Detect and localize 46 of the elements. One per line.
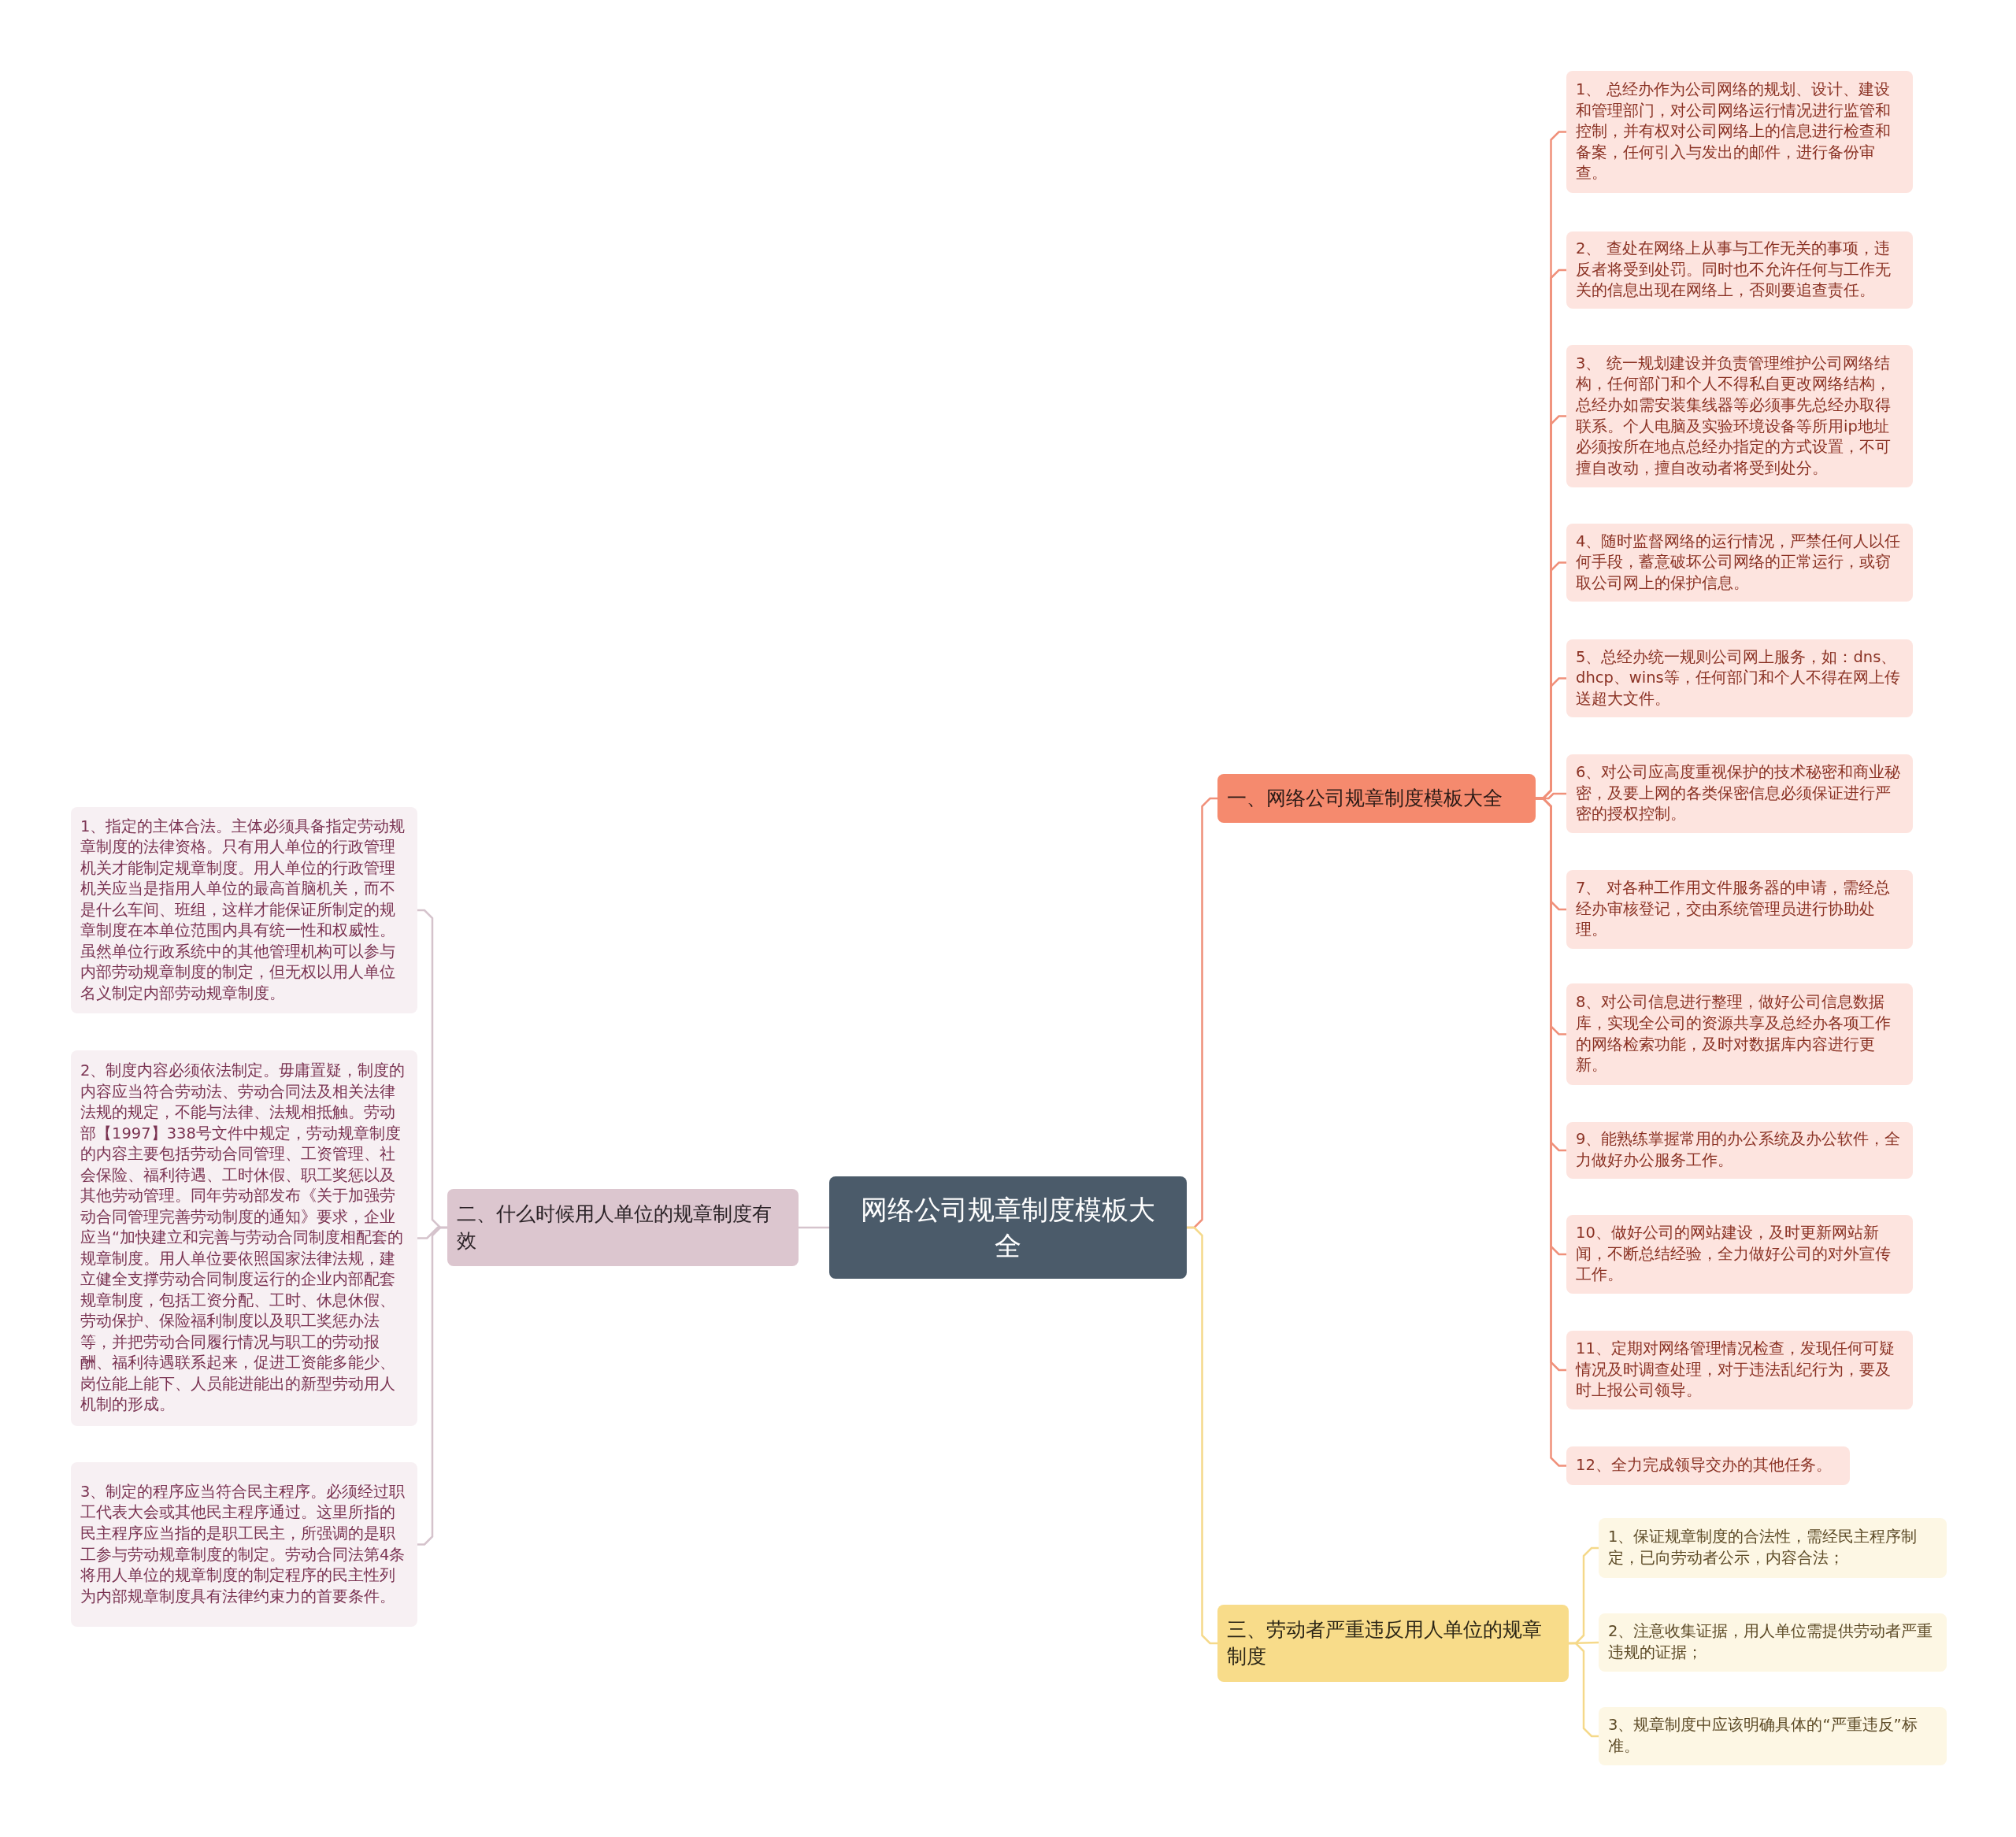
topic-text: 一、网络公司规章制度模板大全	[1227, 786, 1503, 811]
branch-topic	[1217, 774, 1536, 823]
subtopic-box	[1566, 524, 1913, 602]
subtopic-box	[1566, 983, 1913, 1085]
topic-text: 2、制度内容必须依法制定。毋庸置疑，制度的内容应当符合劳动法、劳动合同法及相关法律法规的规定，不能与法律、法规相抵触。劳动部【1997】338号文件中规定，劳动规章制度的内容主要包括劳动合同管理、工资管理、社会保险、福利待遇、工时休假、职工奖惩以及其他劳动管理。同年劳动部发布《关于加强劳动合同管理完善劳动制度的通知》要求，企业应当“加快建立和完善与劳动合同制度相配套的规章制度。用人单位要依照国家法律法规，建立健全支撑劳动合同制度运行的企业内部配套规章制度，包括工资分配、工时、休息休假、劳动保护、保险福利制度以及职工奖惩办法等，并把劳动合同履行情况与职工的劳动报酬、福利待遇联系起来，促进工资能多能少、岗位能上能下、人员能进能出的新型劳动用人机制的形成。	[80, 1061, 406, 1416]
subtopic-box	[1566, 639, 1913, 717]
subtopic-box	[1566, 231, 1913, 309]
subtopic-box	[1599, 1518, 1947, 1578]
topic-text: 3、制定的程序应当符合民主程序。必须经过职工代表大会或其他民主程序通过。这里所指的民主程序应当指的是职工民主，所强调的是职工参与劳动规章制度的制定。劳动合同法第4条将用人单位的规章制度的制定程序的民主性列为内部规章制度具有法律约束力的首要条件。	[80, 1481, 406, 1607]
topic-text: 11、定期对网络管理情况检查，发现任何可疑情况及时调查处理，对于违法乱纪行为，要及时上报公司领导。	[1576, 1339, 1896, 1402]
topic-text: 1、指定的主体合法。主体必须具备指定劳动规章制度的法律资格。只有用人单位的行政管理机关才能制定规章制度。用人单位的行政管理机关应当是指用人单位的最高首脑机关，而不是什么车间、班组，这样才能保证所制定的规章制度在本单位范围内具有统一性和权威性。虽然单位行政系统中的其他管理机构可以参与内部劳动规章制度的制定，但无权以用人单位名义制定内部劳动规章制度。	[80, 816, 406, 1004]
topic-text: 12、全力完成领导交办的其他任务。	[1576, 1455, 1832, 1476]
subtopic-box	[1566, 870, 1913, 949]
topic-text: 9、能熟练掌握常用的办公系统及办公软件，全力做好办公服务工作。	[1576, 1129, 1902, 1171]
topic-text: 网络公司规章制度模板大全	[860, 1192, 1156, 1263]
topic-text: 1、保证规章制度的合法性，需经民主程序制定，已向劳动者公示，内容合法；	[1608, 1527, 1918, 1568]
topic-text: 3、规章制度中应该明确具体的“严重违反”标准。	[1608, 1715, 1918, 1757]
topic-text: 三、劳动者严重违反用人单位的规章制度	[1227, 1617, 1543, 1669]
topic-text: 7、 对各种工作用文件服务器的申请，需经总经办审核登记，交由系统管理员进行协助处理。	[1576, 878, 1891, 941]
branch-topic	[1217, 1605, 1569, 1682]
topic-text: 5、总经办统一规则公司网上服务，如：dns、dhcp、wins等，任何部门和个人不得在网上传送超大文件。	[1576, 646, 1901, 709]
connector-line	[799, 1226, 829, 1229]
topic-text: 3、 统一规划建设并负责管理维护公司网络结构，任何部门和个人不得私自更改网络结构，总经办如需安装集线器等必须事先总经办取得联系。个人电脑及实验环境设备等所用ip地址必须按所在地点总经办指定的方式设置，不可擅自改动，擅自改动者将受到处分。	[1576, 353, 1892, 479]
topic-text: 8、对公司信息进行整理，做好公司信息数据库，实现全公司的资源共享及总经办各项工作的网络检索功能，及时对数据库内容进行更新。	[1576, 992, 1892, 1076]
subtopic-box	[1599, 1613, 1947, 1672]
connector-line	[1187, 1226, 1217, 1645]
connector-line	[417, 1226, 447, 1546]
subtopic-box	[71, 1462, 417, 1627]
topic-text: 6、对公司应高度重视保护的技术秘密和商业秘密，及要上网的各类保密信息必须保证进行严密的授权控制。	[1576, 762, 1902, 825]
topic-text: 2、注意收集证据，用人单位需提供劳动者严重违规的证据；	[1608, 1621, 1934, 1663]
subtopic-box	[1566, 1122, 1913, 1179]
topic-text: 1、 总经办作为公司网络的规划、设计、建设和管理部门，对公司网络运行情况进行监管和控制，并有权对公司网络上的信息进行检查和备案，任何引入与发出的邮件，进行备份审查。	[1576, 80, 1892, 184]
branch-topic	[447, 1189, 799, 1266]
topic-text: 二、什么时候用人单位的规章制度有效	[457, 1202, 773, 1254]
subtopic-box	[1566, 1331, 1913, 1409]
subtopic-box	[1599, 1707, 1947, 1765]
subtopic-box	[1566, 754, 1913, 833]
subtopic-box	[1566, 345, 1913, 487]
subtopic-box	[1566, 1446, 1850, 1485]
subtopic-box	[1566, 71, 1913, 193]
topic-text: 2、 查处在网络上从事与工作无关的事项，违反者将受到处罚。同时也不允许任何与工作无关的信息出现在网络上，否则要追查责任。	[1576, 239, 1892, 302]
subtopic-box	[1566, 1215, 1913, 1294]
central-topic	[829, 1176, 1187, 1279]
topic-text: 4、随时监督网络的运行情况，严禁任何人以任何手段，蓄意破坏公司网络的正常运行，或窃取公司网上的保护信息。	[1576, 531, 1902, 594]
connector-line	[1569, 1642, 1599, 1738]
topic-text: 10、做好公司的网站建设，及时更新网站新闻，不断总结经验，全力做好公司的对外宣传工作。	[1576, 1223, 1892, 1286]
